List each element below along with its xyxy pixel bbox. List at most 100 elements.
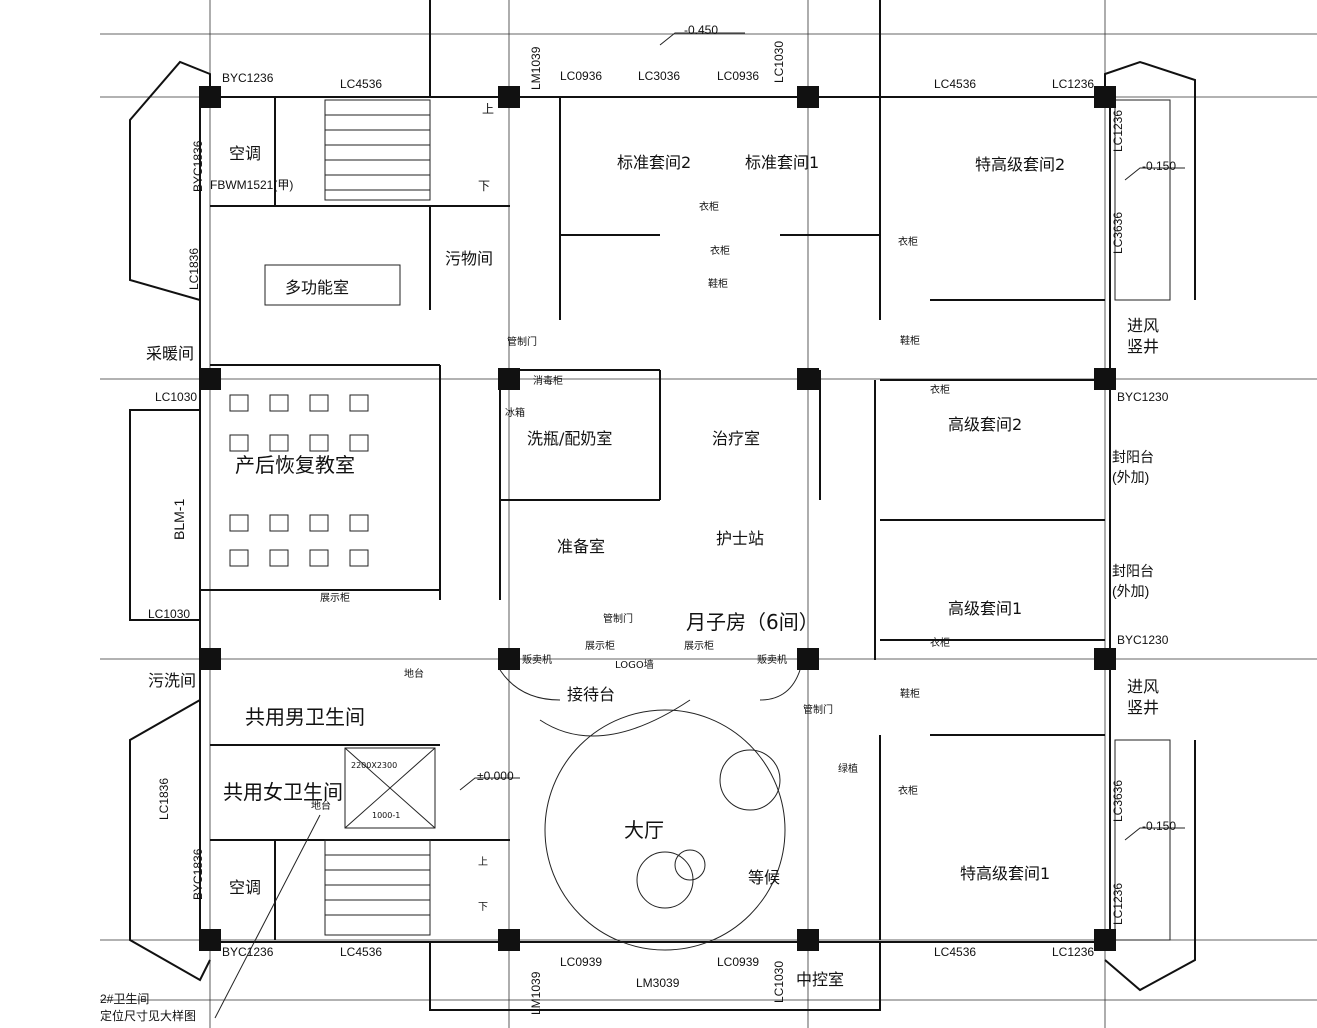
axis-grid (100, 0, 1317, 1028)
room-sunroom-bottom: 封阳台(外加) (1112, 563, 1154, 599)
room-ac-top: 空调 (229, 144, 262, 163)
room-premium-suite-2: 特高级套间2 (975, 155, 1066, 174)
opening-lc3636-r2: LC3636 (1111, 779, 1125, 822)
elevator-dim: 2200X2300 (351, 761, 398, 770)
wardrobe-3: 衣柜 (898, 237, 918, 248)
pipe-door-1: 管制门 (507, 337, 537, 348)
room-multifunction: 多功能室 (285, 278, 350, 297)
wardrobe-1: 衣柜 (699, 202, 719, 213)
elevation-zero: ±0.000 (477, 769, 514, 783)
room-premium-suite-1: 特高级套间1 (960, 864, 1051, 883)
display-cabinet-1: 展示柜 (320, 593, 350, 604)
opening-lc1030-bottom: LC1030 (772, 960, 786, 1003)
elevation-right-bottom: -0.150 (1142, 819, 1177, 833)
floor-platform-2: 地台 (311, 801, 331, 812)
wardrobe-2: 衣柜 (710, 246, 730, 257)
elevator-door: 1000-1 (372, 811, 401, 820)
room-ac-bottom: 空调 (229, 878, 262, 897)
opening-lc4536-br: LC4536 (934, 945, 977, 959)
room-washing: 污洗间 (148, 671, 197, 690)
opening-byc1230-r1: BYC1230 (1117, 390, 1169, 404)
meeting-table (264, 264, 401, 306)
opening-lc1030-top: LC1030 (772, 40, 786, 83)
elevation-right-top: -0.150 (1142, 159, 1177, 173)
opening-blm1: BLM-1 (171, 498, 187, 540)
opening-lc1236-tr: LC1236 (1052, 77, 1095, 91)
opening-lc0936-b: LC0936 (717, 69, 760, 83)
room-lobby: 大厅 (624, 818, 664, 842)
shoe-cabinet-2: 鞋柜 (900, 336, 920, 347)
green-plant: 绿植 (838, 764, 858, 775)
structural-columns (199, 86, 1116, 951)
room-sunroom-top: 封阳台(外加) (1112, 449, 1154, 485)
interior-walls (200, 97, 1105, 940)
elevation-top: -0.450 (684, 23, 719, 37)
pipe-door-2: 管制门 (603, 614, 633, 625)
room-standard-suite-1: 标准套间1 (745, 153, 820, 172)
opening-lc1236-r2: LC1236 (1111, 882, 1125, 925)
room-reception: 接待台 (567, 685, 616, 704)
outer-walls (129, 0, 1196, 1011)
room-recovery-class: 产后恢复教室 (235, 453, 355, 477)
opening-lc4536-tr: LC4536 (934, 77, 977, 91)
opening-byc1230-r2: BYC1230 (1117, 633, 1169, 647)
opening-byc1236-bl: BYC1236 (222, 945, 274, 959)
opening-lm1039-bottom: LM1039 (529, 971, 543, 1015)
room-male-wc: 共用男卫生间 (245, 705, 365, 729)
room-nurse-station: 护士站 (716, 529, 765, 548)
vending-left: 贩卖机 (522, 655, 552, 666)
stairs (325, 114, 430, 916)
room-bottle-milk: 洗瓶/配奶室 (527, 429, 613, 448)
logo-wall: LOGO墙 (615, 660, 654, 671)
opening-lm3039: LM3039 (636, 976, 680, 990)
shoe-cabinet-3: 鞋柜 (900, 689, 920, 700)
stair-up-bottom: 上 (478, 857, 488, 868)
display-cabinet-2: 展示柜 (585, 641, 615, 652)
room-waiting: 等候 (748, 868, 781, 887)
stair-down-top: 下 (478, 179, 491, 193)
classroom-desks (229, 394, 369, 567)
opening-fbwm: FBWM1521(甲) (210, 178, 294, 192)
room-prep: 准备室 (557, 537, 606, 556)
opening-lc4536-tl: LC4536 (340, 77, 383, 91)
lobby-circles (499, 669, 801, 951)
room-standard-suite-2: 标准套间2 (617, 153, 692, 172)
floor-platform: 地台 (404, 669, 424, 680)
pipe-door-3: 管制门 (803, 705, 833, 716)
room-heating: 采暖间 (146, 344, 195, 363)
note-line-2: 定位尺寸见大样图 (100, 1009, 197, 1023)
opening-lc1030-l: LC1030 (155, 390, 198, 404)
opening-lc1236-br: LC1236 (1052, 945, 1095, 959)
room-control: 中控室 (796, 970, 845, 989)
opening-lm1039-top: LM1039 (529, 46, 543, 90)
opening-lc3036: LC3036 (638, 69, 681, 83)
room-soiled: 污物间 (445, 249, 494, 268)
opening-byc1836-l: BYC1836 (191, 140, 205, 192)
room-treatment: 治疗室 (712, 429, 761, 448)
elevation-markers (459, 32, 1185, 841)
opening-lc3636-r1: LC3636 (1111, 211, 1125, 254)
opening-byc1836-l2: BYC1836 (191, 848, 205, 900)
note-line-1: 2#卫生间 (100, 992, 150, 1006)
stair-up-top: 上 (482, 102, 495, 116)
opening-lc1030-l2: LC1030 (148, 607, 191, 621)
opening-byc1236-tl: BYC1236 (222, 71, 274, 85)
opening-lc0939-a: LC0939 (560, 955, 603, 969)
room-senior-suite-1: 高级套间1 (948, 599, 1023, 618)
opening-lc1236-r1: LC1236 (1111, 109, 1125, 152)
room-air-shaft-top: 进风竖井 (1127, 316, 1160, 356)
wardrobe-4: 衣柜 (930, 385, 950, 396)
wardrobe-6: 衣柜 (898, 786, 918, 797)
opening-lc1836-l: LC1836 (187, 247, 201, 290)
room-senior-suite-2: 高级套间2 (948, 415, 1023, 434)
display-cabinet-3: 展示柜 (684, 641, 714, 652)
room-female-wc: 共用女卫生间 (223, 780, 343, 804)
note-leader (214, 814, 321, 1019)
opening-lc0936-a: LC0936 (560, 69, 603, 83)
shoe-cabinet-1: 鞋柜 (708, 279, 728, 290)
fridge: 冰箱 (505, 408, 525, 419)
vending-right: 贩卖机 (757, 655, 787, 666)
opening-lc0939-b: LC0939 (717, 955, 760, 969)
opening-lc1836-l2: LC1836 (157, 777, 171, 820)
